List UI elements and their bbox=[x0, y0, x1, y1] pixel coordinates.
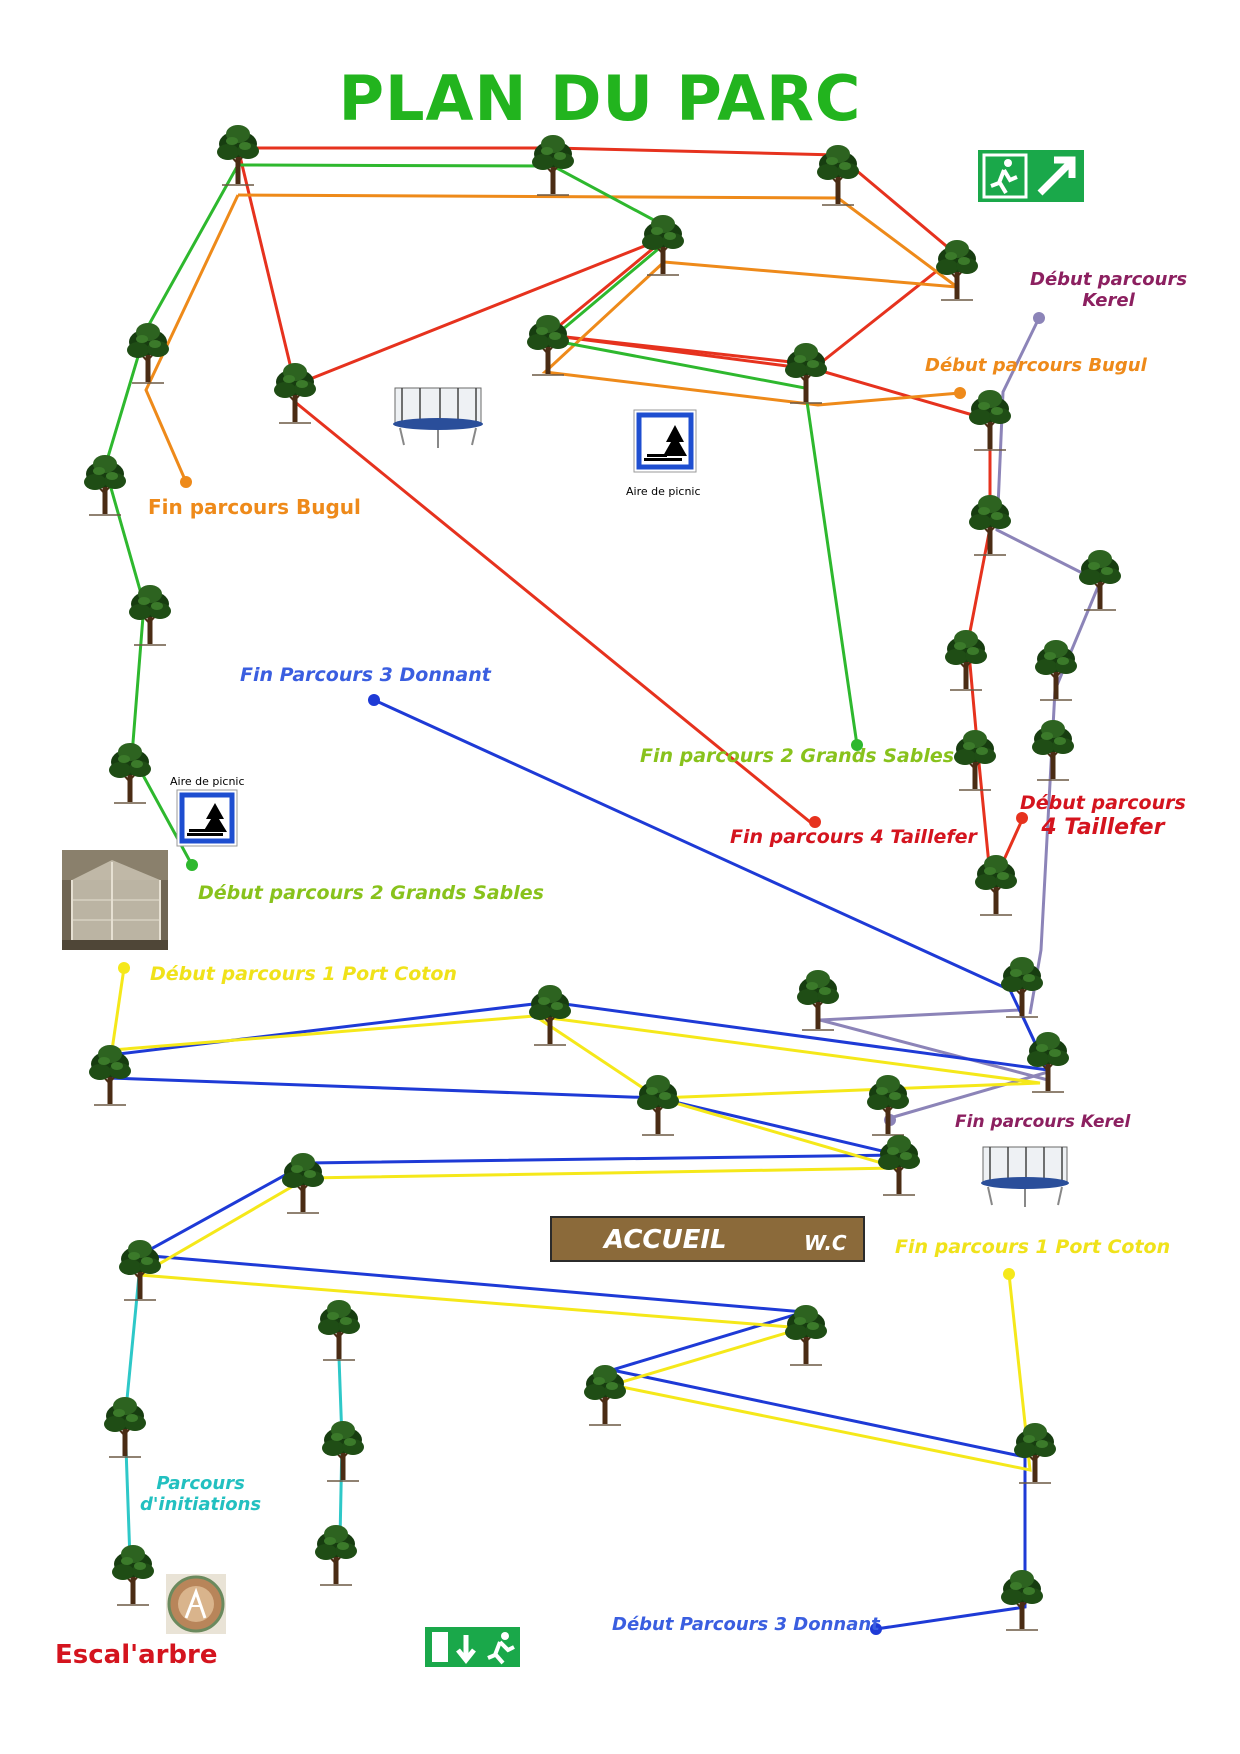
label-fin-bugul: Fin parcours Bugul bbox=[148, 495, 361, 519]
tree-icon bbox=[583, 1364, 627, 1426]
net-enclosure-icon bbox=[62, 850, 168, 950]
dot-debut-bugul bbox=[954, 387, 966, 399]
tree-icon bbox=[83, 454, 127, 516]
label-fin-4-taillefer: Fin parcours 4 Taillefer bbox=[730, 826, 977, 848]
wc-label: W.C bbox=[804, 1231, 847, 1255]
tree-icon bbox=[968, 494, 1012, 556]
exit-down-icon bbox=[425, 1627, 520, 1667]
tree-icon bbox=[321, 1420, 365, 1482]
tree-icon bbox=[796, 969, 840, 1031]
endpoint-dots bbox=[118, 312, 1045, 1635]
dot-debut-2-grands-sables bbox=[186, 859, 198, 871]
trampoline-icon bbox=[393, 387, 483, 448]
route-purple bbox=[819, 317, 1102, 1120]
route-yellow bbox=[110, 967, 1041, 1472]
exit-arrow-icon bbox=[978, 150, 1084, 202]
tree-icon bbox=[636, 1074, 680, 1136]
tree-icon bbox=[953, 729, 997, 791]
label-aire-picnic: Aire de picnic bbox=[170, 775, 245, 788]
tree-icon bbox=[968, 389, 1012, 451]
dot-debut-3-donnant bbox=[870, 1623, 882, 1635]
tree-icon bbox=[866, 1074, 910, 1136]
tree-icon bbox=[877, 1134, 921, 1196]
tree-icon bbox=[108, 742, 152, 804]
tree-icon bbox=[118, 1239, 162, 1301]
tree-icon bbox=[317, 1299, 361, 1361]
label-parcours-initiations: Parcours d'initiations bbox=[140, 1473, 262, 1515]
tree-icon bbox=[531, 134, 575, 196]
tree-icon bbox=[784, 1304, 828, 1366]
label-line: Parcours bbox=[156, 1473, 245, 1494]
label-fin-1-port-coton: Fin parcours 1 Port Coton bbox=[895, 1236, 1171, 1258]
dot-fin-4-taillefer bbox=[809, 816, 821, 828]
label-line: 4 Taillefer bbox=[1041, 814, 1165, 840]
tree-icon bbox=[1078, 549, 1122, 611]
label-debut-4-taillefer: Début parcours 4 Taillefer bbox=[1020, 792, 1186, 840]
label-debut-kerel: Début parcours Kerel bbox=[1030, 269, 1188, 311]
tree-icon bbox=[103, 1396, 147, 1458]
tree-icon bbox=[641, 214, 685, 276]
accueil-label: ACCUEIL bbox=[604, 1225, 727, 1255]
tree-icon bbox=[944, 629, 988, 691]
label-debut-1-port-coton: Début parcours 1 Port Coton bbox=[150, 963, 457, 985]
tree-icon bbox=[1013, 1422, 1057, 1484]
label-line: Début parcours bbox=[1020, 792, 1186, 814]
dot-fin-bugul bbox=[180, 476, 192, 488]
label-aire-picnic: Aire de picnic bbox=[626, 485, 701, 498]
dot-fin-2-grands-sables bbox=[851, 739, 863, 751]
trampoline-icon bbox=[981, 1146, 1069, 1207]
accueil-sign: ACCUEIL W.C bbox=[550, 1216, 865, 1262]
label-fin-2-grands-sables: Fin parcours 2 Grands Sables bbox=[640, 745, 955, 767]
tree-icon bbox=[314, 1524, 358, 1586]
dot-debut-kerel bbox=[1033, 312, 1045, 324]
dot-debut-4-taillefer bbox=[1016, 812, 1028, 824]
tree-icon bbox=[111, 1544, 155, 1606]
tree-icon bbox=[216, 124, 260, 186]
tree-icon bbox=[935, 239, 979, 301]
dot-debut-1-port-coton bbox=[118, 962, 130, 974]
dot-fin-1-port-coton bbox=[1003, 1268, 1015, 1280]
label-debut-bugul: Début parcours Bugul bbox=[925, 355, 1147, 376]
label-line: Début parcours bbox=[1030, 269, 1188, 290]
tree-icon bbox=[974, 854, 1018, 916]
tree-icon bbox=[1000, 956, 1044, 1018]
picnic-area-icon bbox=[176, 789, 238, 847]
label-fin-kerel: Fin parcours Kerel bbox=[955, 1112, 1131, 1132]
dot-fin-3-donnant bbox=[368, 694, 380, 706]
tree-icon bbox=[128, 584, 172, 646]
tree-icon bbox=[1000, 1569, 1044, 1631]
label-debut-2-grands-sables: Début parcours 2 Grands Sables bbox=[198, 882, 544, 904]
route-cyan bbox=[123, 1264, 344, 1561]
page-title: PLAN DU PARC bbox=[338, 62, 862, 135]
tree-icon bbox=[1031, 719, 1075, 781]
picnic-area-icon bbox=[633, 409, 697, 473]
label-debut-3-donnant: Début Parcours 3 Donnant bbox=[612, 1614, 880, 1635]
label-line: Kerel bbox=[1082, 289, 1135, 311]
label-line: d'initiations bbox=[140, 1493, 262, 1515]
tree-icon bbox=[784, 342, 828, 404]
escal-arbre-logo-icon bbox=[166, 1574, 226, 1634]
escal-arbre-title: Escal'arbre bbox=[55, 1640, 218, 1670]
label-fin-3-donnant: Fin Parcours 3 Donnant bbox=[240, 664, 491, 686]
